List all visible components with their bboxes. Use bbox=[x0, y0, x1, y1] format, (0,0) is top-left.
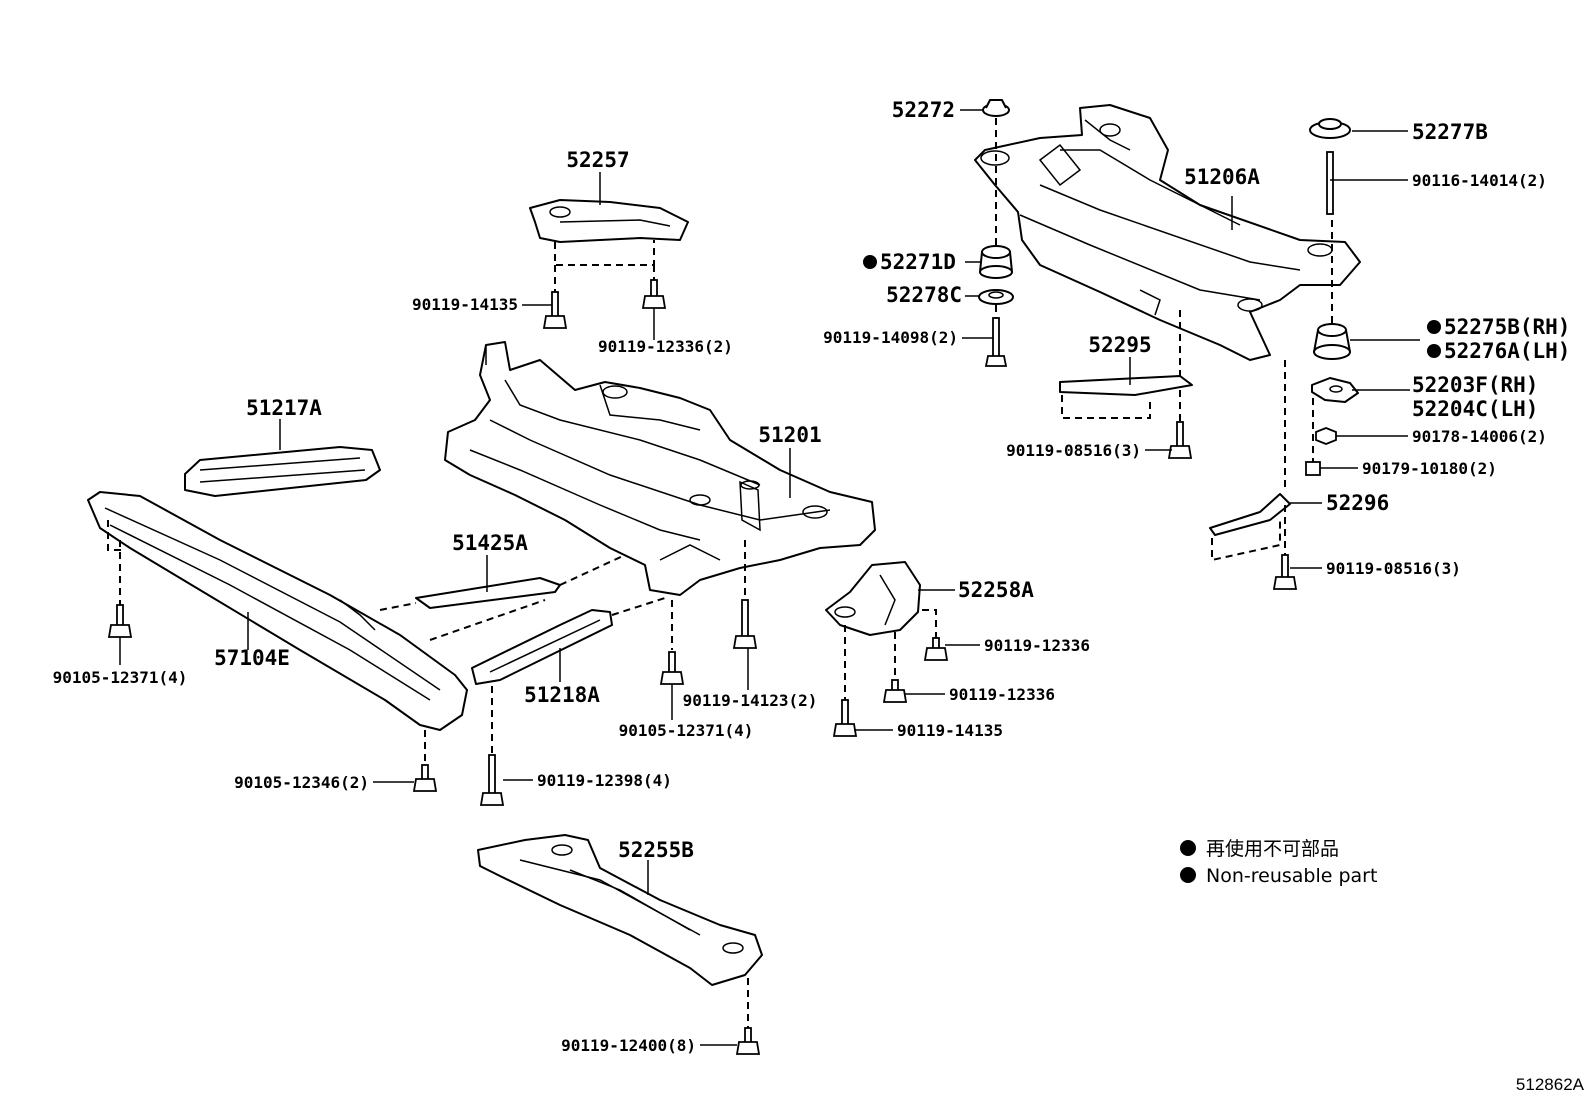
label-90119-12336-2: 90119-12336(2) bbox=[598, 337, 733, 356]
nut-90178-14006[interactable] bbox=[1315, 427, 1337, 445]
label-90119-12398: 90119-12398(4) bbox=[537, 771, 672, 790]
label-52255b: 52255B bbox=[618, 838, 694, 862]
legend-bullet bbox=[1180, 867, 1196, 883]
cushion-52271d[interactable] bbox=[979, 245, 1013, 279]
bolt-90119-08516-b[interactable] bbox=[1272, 554, 1298, 590]
label-51425a: 51425A bbox=[452, 531, 528, 555]
bolt-90119-14123[interactable] bbox=[732, 599, 758, 649]
label-90119-12400: 90119-12400(8) bbox=[561, 1036, 696, 1055]
stopper-52278c[interactable] bbox=[978, 289, 1014, 305]
label-90105-12346: 90105-12346(2) bbox=[234, 773, 369, 792]
legend: 再使用不可部品 Non-reusable part bbox=[1180, 838, 1377, 887]
label-51201: 51201 bbox=[758, 423, 821, 447]
label-90119-12336-a: 90119-12336 bbox=[984, 636, 1090, 655]
brace-51425a[interactable] bbox=[379, 554, 626, 641]
brace-52296[interactable] bbox=[1209, 493, 1291, 562]
bolt-90119-14098[interactable] bbox=[984, 317, 1008, 367]
stopper-52272[interactable] bbox=[982, 99, 1010, 117]
non-reusable-marker bbox=[1427, 320, 1441, 334]
rear-crossmember-51206a[interactable] bbox=[974, 104, 1361, 361]
label-52277b: 52277B bbox=[1412, 120, 1488, 144]
label-52204c: 52204C(LH) bbox=[1412, 397, 1538, 421]
bolt-90119-14135-b[interactable] bbox=[832, 699, 858, 737]
bracket-52203f-52204c[interactable] bbox=[1311, 377, 1359, 403]
bolt-90119-12336-2[interactable] bbox=[641, 279, 667, 309]
label-52203f: 52203F(RH) bbox=[1412, 373, 1538, 397]
label-52257: 52257 bbox=[566, 148, 629, 172]
label-52258a: 52258A bbox=[958, 578, 1034, 602]
member-57104e[interactable] bbox=[87, 491, 468, 765]
stopper-52277b[interactable] bbox=[1309, 118, 1351, 139]
front-crossmember-51201[interactable] bbox=[444, 341, 876, 596]
label-90116-14014: 90116-14014(2) bbox=[1412, 171, 1547, 190]
label-51206a: 51206A bbox=[1184, 165, 1260, 189]
bolt-90119-12336-a[interactable] bbox=[923, 637, 949, 661]
label-52295: 52295 bbox=[1088, 333, 1151, 357]
label-90179-10180: 90179-10180(2) bbox=[1362, 459, 1497, 478]
stud-90116-14014[interactable] bbox=[1326, 151, 1334, 215]
cushion-52275b-52276a[interactable] bbox=[1313, 323, 1351, 360]
bolt-90119-12398[interactable] bbox=[479, 754, 505, 806]
label-52296: 52296 bbox=[1326, 491, 1389, 515]
bolt-90119-14135-a[interactable] bbox=[542, 291, 568, 329]
non-reusable-marker bbox=[863, 255, 877, 269]
legend-bullet bbox=[1180, 840, 1196, 856]
label-90178-14006: 90178-14006(2) bbox=[1412, 427, 1547, 446]
bracket-52257[interactable] bbox=[529, 199, 689, 292]
nut-90179-10180[interactable] bbox=[1305, 461, 1321, 476]
bolt-90119-12400[interactable] bbox=[735, 1027, 761, 1055]
brace-52295[interactable] bbox=[1059, 375, 1193, 422]
brace-51218a[interactable] bbox=[471, 597, 666, 755]
bolt-90105-12346[interactable] bbox=[412, 764, 438, 792]
label-90119-08516-a: 90119-08516(3) bbox=[1006, 441, 1141, 460]
label-90105-12371-b: 90105-12371(4) bbox=[619, 721, 754, 740]
label-52275b: 52275B(RH) bbox=[1444, 315, 1570, 339]
label-90119-12336-b: 90119-12336 bbox=[949, 685, 1055, 704]
bolt-90119-12336-b[interactable] bbox=[882, 679, 908, 703]
label-52278c: 52278C bbox=[886, 283, 962, 307]
legend-en: Non-reusable part bbox=[1206, 865, 1377, 887]
bolt-90105-12371-a[interactable] bbox=[107, 604, 133, 638]
label-90119-08516-b: 90119-08516(3) bbox=[1326, 559, 1461, 578]
document-id: 512862A bbox=[1516, 1075, 1585, 1094]
label-90119-14098: 90119-14098(2) bbox=[823, 328, 958, 347]
label-90119-14135-a: 90119-14135 bbox=[412, 295, 518, 314]
bolt-90119-08516-a[interactable] bbox=[1167, 421, 1193, 459]
bracket-52258a[interactable] bbox=[825, 561, 937, 700]
bolt-90105-12371-b[interactable] bbox=[659, 651, 685, 685]
non-reusable-marker bbox=[1427, 344, 1441, 358]
label-52271d: 52271D bbox=[880, 250, 956, 274]
label-51217a: 51217A bbox=[246, 396, 322, 420]
label-57104e: 57104E bbox=[214, 646, 290, 670]
reinforcement-51217a[interactable] bbox=[184, 446, 381, 497]
label-52276a: 52276A(LH) bbox=[1444, 339, 1570, 363]
label-90119-14135-b: 90119-14135 bbox=[897, 721, 1003, 740]
label-51218a: 51218A bbox=[524, 683, 600, 707]
label-90119-14123: 90119-14123(2) bbox=[683, 691, 818, 710]
legend-jp: 再使用不可部品 bbox=[1206, 838, 1339, 860]
cross-brace-52255b[interactable] bbox=[477, 834, 763, 1030]
label-90105-12371-a: 90105-12371(4) bbox=[53, 668, 188, 687]
label-52272: 52272 bbox=[892, 98, 955, 122]
